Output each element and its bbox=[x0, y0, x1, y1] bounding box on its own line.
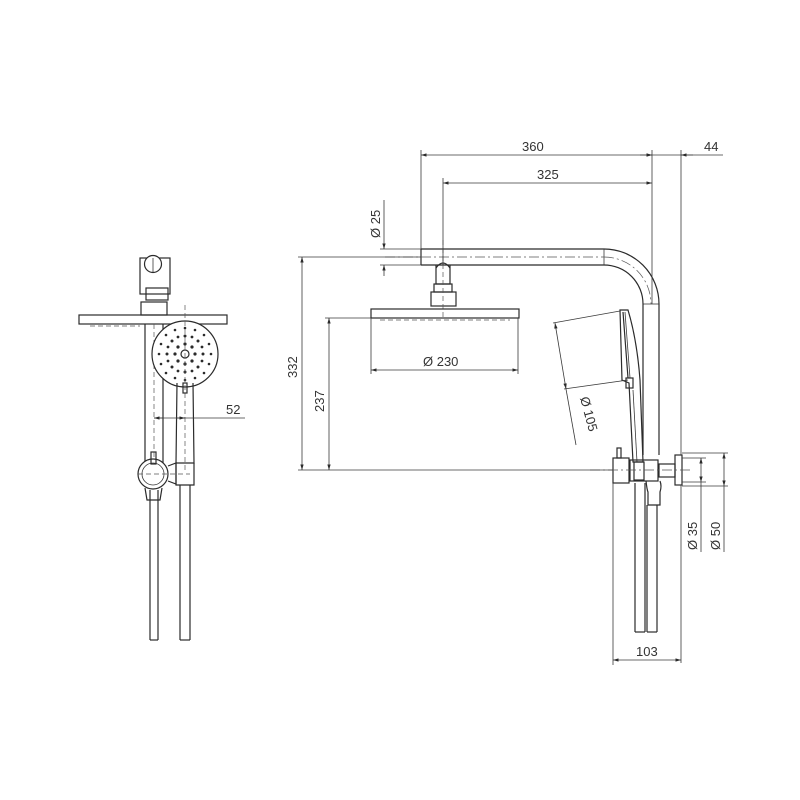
dim-label-360: 360 bbox=[522, 139, 544, 154]
dim-label-d25: Ø 25 bbox=[368, 210, 383, 238]
dim-wall-projection: 44 bbox=[640, 139, 723, 157]
dim-label-325: 325 bbox=[537, 167, 559, 182]
holder-front bbox=[137, 451, 190, 501]
dim-arm-length-overall: 360 bbox=[421, 139, 652, 157]
dim-label-d230: Ø 230 bbox=[423, 354, 458, 369]
dim-label-237: 237 bbox=[312, 390, 327, 412]
dim-label-103: 103 bbox=[636, 644, 658, 659]
dim-arm-to-head: 325 bbox=[443, 167, 652, 185]
dim-handshower-offset: 52 bbox=[154, 402, 245, 420]
dim-bracket-inner: Ø 35 bbox=[682, 457, 706, 552]
dim-label-d35: Ø 35 bbox=[685, 522, 700, 550]
rain-head-plate bbox=[78, 314, 228, 325]
dim-bracket-depth: 103 bbox=[612, 483, 681, 665]
dim-hand-shower-diameter: Ø 105 bbox=[552, 310, 629, 446]
dim-rain-head-diameter: Ø 230 bbox=[370, 318, 519, 374]
dim-label-d105: Ø 105 bbox=[577, 395, 601, 433]
side-view: 360 325 44 Ø 25 332 bbox=[285, 139, 728, 665]
dim-bracket-outer: Ø 50 bbox=[682, 452, 728, 552]
dim-label-52: 52 bbox=[226, 402, 240, 417]
rain-head-connector bbox=[430, 240, 457, 320]
dim-label-44: 44 bbox=[704, 139, 718, 154]
dim-head-height: 237 bbox=[312, 317, 371, 470]
dim-overall-height: 332 bbox=[285, 256, 613, 471]
hand-shower-front bbox=[151, 305, 219, 641]
rail-bracket bbox=[590, 447, 690, 633]
rain-head-side bbox=[370, 308, 520, 319]
dim-label-d50: Ø 50 bbox=[708, 522, 723, 550]
hand-shower-side bbox=[619, 309, 644, 463]
shower-arm bbox=[385, 248, 660, 455]
dim-arm-diameter: Ø 25 bbox=[368, 200, 421, 276]
dim-label-332: 332 bbox=[285, 356, 300, 378]
arm-end-cap bbox=[139, 254, 171, 316]
front-view: 52 bbox=[78, 254, 245, 641]
